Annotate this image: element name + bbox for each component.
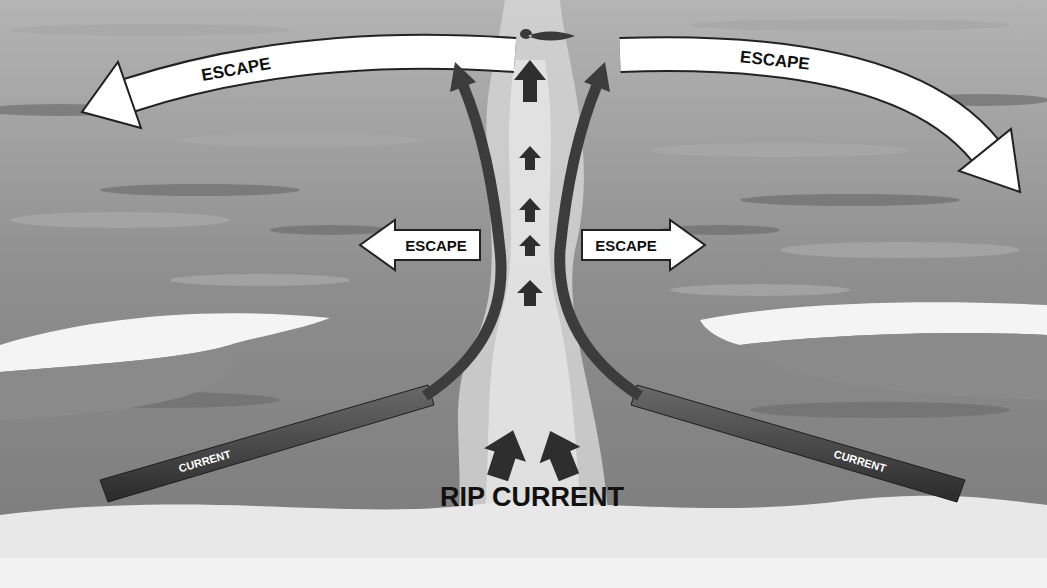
escape-arrow-right (620, 54, 1020, 192)
current-band-left (100, 385, 434, 502)
current-curve-right (560, 62, 640, 396)
wave-right-face (740, 333, 1047, 400)
current-band-right (631, 385, 965, 502)
beach (0, 558, 1047, 588)
escape-arrow-small-right (582, 220, 705, 270)
escape-label: ESCAPE (405, 238, 467, 253)
rip-channel (455, 0, 610, 560)
rip-current-label: RIP CURRENT (440, 484, 624, 511)
swimmer (520, 29, 575, 41)
escape-label: ESCAPE (595, 238, 657, 253)
wave-left-face (0, 345, 234, 420)
sea (0, 0, 1047, 560)
rip-flow-arrows (477, 60, 590, 485)
escape-arrow-small-left (360, 220, 480, 270)
current-curve-left (425, 62, 501, 396)
escape-arrow-left (82, 52, 515, 128)
